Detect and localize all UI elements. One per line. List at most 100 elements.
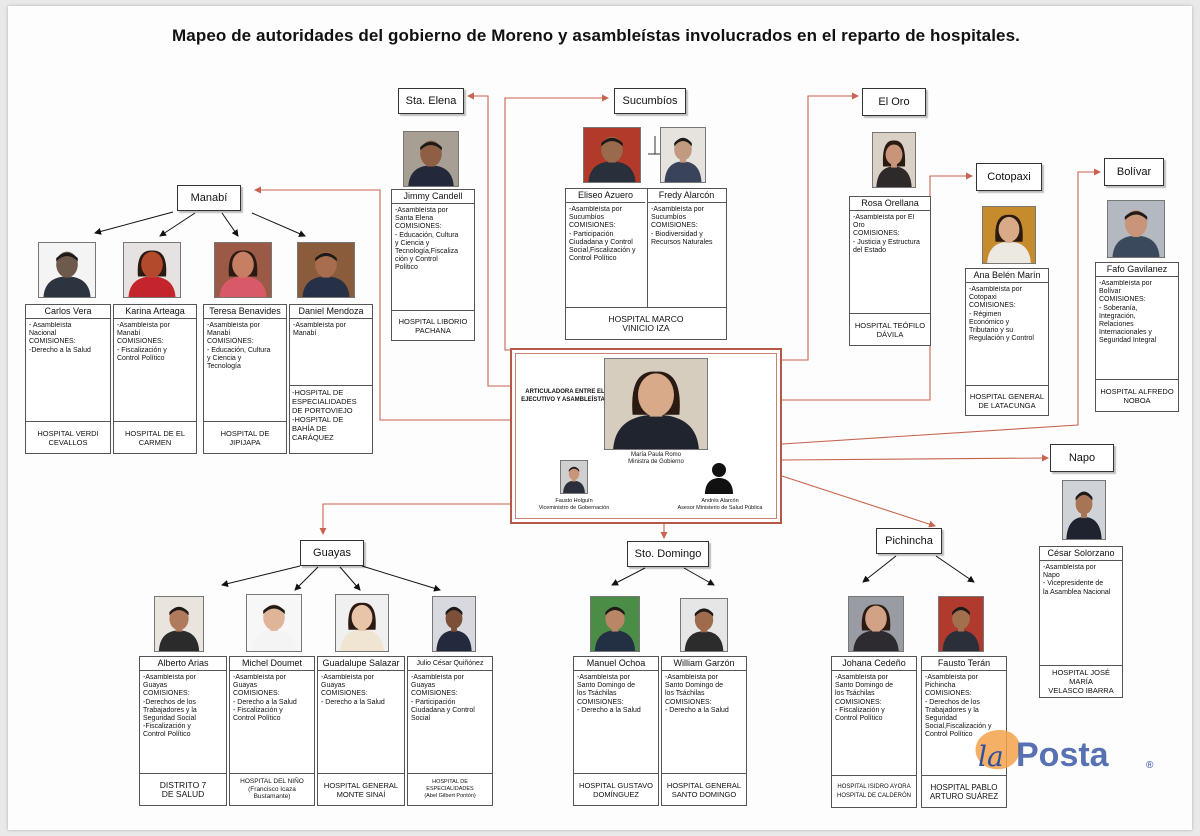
person-name: Jimmy Candell [392,190,474,204]
arrow-manabi-teresa [221,212,239,237]
card-carlos-vera: Carlos Vera - Asambleísta Nacional COMIS… [25,304,111,454]
logo-text-posta: Posta [1016,736,1110,774]
photo-jimmy-candell [403,131,459,187]
photo-fausto-teran [938,596,984,652]
person-name: Manuel Ochoa [574,657,658,671]
photo-fredy-alarcon [660,127,706,183]
person-description: -Asambleísta por Guayas COMISIONES: -Der… [143,674,197,739]
person-name: Eliseo Azuero [566,189,645,203]
person-hospital: HOSPITAL DE JIPIJAPA [204,421,286,453]
person-hospital: HOSPITAL ISIDRO AYORA HOSPITAL DE CALDER… [832,775,916,807]
person-name: Fredy Alarcón [647,189,726,203]
person-hospital: HOSPITAL DEL NIÑO (Francisco Icaza Busta… [230,773,314,805]
arrow-to-manabi [254,186,510,421]
person-name: William Garzón [662,657,746,671]
logo-registered-mark: ® [1146,760,1154,771]
person-description: -Asambleísta por Manabí COMISIONES: - Fi… [117,322,170,362]
person-name: Carlos Vera [26,305,110,319]
person-description: - Asambleísta Nacional COMISIONES: -Dere… [29,322,91,354]
card-teresa-benavides: Teresa Benavides -Asambleísta por Manabí… [203,304,287,454]
person-name: Guadalupe Salazar [318,657,404,671]
arrow-to-sta-elena [467,92,510,387]
province-napo: Napo [1050,444,1114,472]
photo-maria-paula-romo [604,358,708,450]
person-hospital: HOSPITAL GENERAL DE LATACUNGA [966,385,1048,415]
arrow-manabi-carlos [94,211,174,235]
person-hospital: HOSPITAL ALFREDO NOBOA [1096,379,1178,411]
person-description: -Asambleísta por Santo Domingo de los Ts… [835,674,893,723]
photo-alberto-arias [154,596,204,652]
photo-carlos-vera [38,242,96,298]
person-description: -Asambleísta por Sucumbíos COMISIONES: -… [569,206,636,263]
hospital-portoviejo: -HOSPITAL DE ESPECIALIDADES DE PORTOVIEJ… [292,388,357,415]
photo-karina-arteaga [123,242,181,298]
card-divider [647,189,648,307]
person-description: -Asambleísta por Santo Domingo de los Ts… [577,674,641,714]
person-name: Johana Cedeño [832,657,916,671]
person-hospital: -HOSPITAL DE ESPECIALIDADES DE PORTOVIEJ… [290,385,372,453]
person-name: Karina Arteaga [114,305,196,319]
arrow-guayas-guadalupe [339,566,361,591]
person-hospital: HOSPITAL PABLO ARTURO SUÁREZ [922,775,1006,807]
card-rosa-orellana: Rosa Orellana -Asambleísta por El Oro CO… [849,196,931,346]
person-hospital: HOSPITAL MARCO VINICIO IZA [566,307,726,339]
person-description: -Asambleísta por El Oro COMISIONES: - Ju… [853,214,920,254]
arrow-stodom-william [683,567,715,586]
person-description: -Asambleísta por Santa Elena COMISIONES:… [395,207,459,272]
card-johana-cedeno: Johana Cedeño -Asambleísta por Santo Dom… [831,656,917,808]
card-cesar-solorzano: César Solorzano -Asambleísta por Napo - … [1039,546,1123,698]
province-sto-domingo: Sto. Domingo [627,541,709,567]
card-julio-cesar-quinonez: Julio César Quiñónez -Asambleísta por Gu… [407,656,493,806]
card-ana-belen-marin: Ana Belén Marín -Asambleísta por Cotopax… [965,268,1049,416]
province-pichincha: Pichincha [876,528,942,554]
person-hospital: HOSPITAL GUSTAVO DOMÍNGUEZ [574,773,658,805]
person-hospital: HOSPITAL DE EL CARMEN [114,421,196,453]
person-hospital: HOSPITAL DE ESPECIALIDADES (Abel Gilbert… [408,773,492,805]
person-description: -Asambleísta por Guayas COMISIONES: - De… [321,674,385,706]
arrow-to-pichincha [781,475,936,528]
province-sta-elena: Sta. Elena [398,88,464,114]
photo-guadalupe-salazar [335,594,389,652]
person-hospital: HOSPITAL GENERAL MONTE SINAÍ [318,773,404,805]
arrow-guayas-julio [361,565,441,592]
person-description: -Asambleísta por Napo - Vicepresidente d… [1043,564,1111,596]
person-description: -Asambleísta por Sucumbíos COMISIONES: -… [651,206,713,246]
coordinator-left-caption: Fausto Holguín Viceministro de Gobernaci… [538,498,610,511]
person-name: Julio César Quiñónez [408,657,492,671]
arrow-to-napo [781,454,1049,462]
person-description: -Asambleísta por Bolívar COMISIONES: - S… [1099,280,1157,345]
card-manuel-ochoa: Manuel Ochoa -Asambleísta por Santo Domi… [573,656,659,806]
person-description: -Asambleísta por Guayas COMISIONES: - Pa… [411,674,475,723]
arrow-stodom-manuel [611,567,646,586]
arrow-manabi-karina [159,212,196,237]
arrow-to-el-oro [760,92,859,361]
card-alberto-arias: Alberto Arias -Asambleísta por Guayas CO… [139,656,227,806]
coordinator-main-caption: María Paula Romo Ministra de Gobierno [628,452,684,465]
coordinator-label: ARTICULADORA ENTRE EL EJECUTIVO Y ASAMBL… [521,389,609,403]
person-name: Rosa Orellana [850,197,930,211]
person-name: Fafo Gavilanez [1096,263,1178,277]
sucumbios-bracket [648,136,662,155]
photo-julio-cesar-quinonez [432,596,476,652]
photo-fafo-gavilanez [1107,200,1165,258]
arrow-pichincha-johana [862,555,897,583]
province-cotopaxi: Cotopaxi [976,163,1042,191]
person-hospital: HOSPITAL LIBORIO PACHANA [392,310,474,340]
user-silhouette-icon [702,460,736,494]
person-description: -Asambleísta por Manabí [293,322,346,338]
person-name: Ana Belén Marín [966,269,1048,283]
person-name: Fausto Terán [922,657,1006,671]
hospital-bahia: -HOSPITAL DE BAHÍA DE CARÁQUEZ [292,415,344,442]
photo-rosa-orellana [872,132,916,188]
card-fafo-gavilanez: Fafo Gavilanez -Asambleísta por Bolívar … [1095,262,1179,412]
arrow-guayas-michel [294,566,319,591]
arrow-to-guayas [319,503,540,535]
card-guadalupe-salazar: Guadalupe Salazar -Asambleísta por Guaya… [317,656,405,806]
person-name: Michel Doumet [230,657,314,671]
card-william-garzon: William Garzón -Asambleísta por Santo Do… [661,656,747,806]
arrow-to-bolivar [781,168,1101,445]
arrow-guayas-alberto [221,565,301,587]
coordinator-inner-frame [515,353,777,519]
province-el-oro: El Oro [862,88,926,116]
